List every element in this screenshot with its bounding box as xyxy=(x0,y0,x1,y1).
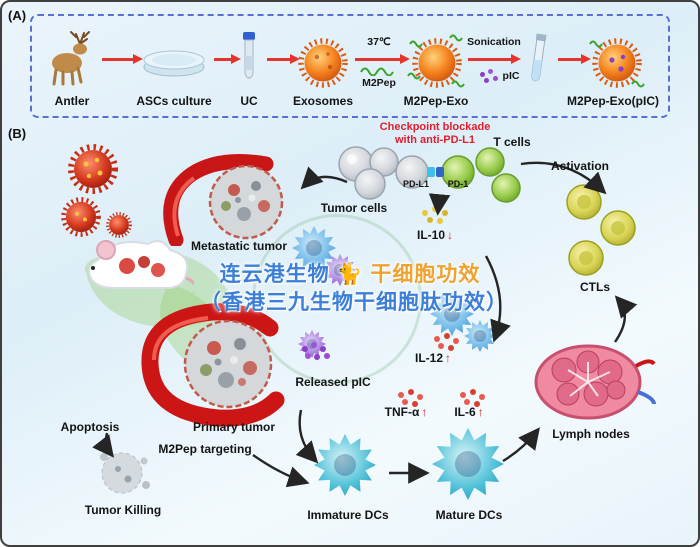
arrow-right-icon xyxy=(468,54,521,64)
checkpoint-blockade-label: Checkpoint blockade xyxy=(379,121,491,133)
up-arrow-icon: ↑ xyxy=(445,351,452,365)
step-label-m2pep-exo-pic: M2Pep-Exo(pIC) xyxy=(566,94,660,108)
mature-dcs-label: Mature DCs xyxy=(435,508,503,522)
arrow-right-icon xyxy=(558,54,591,64)
il12-label: IL-12↑ xyxy=(415,351,451,365)
cytokine-name: IL-6 xyxy=(454,405,476,419)
down-arrow-icon: ↓ xyxy=(447,228,454,242)
cytokine-name: TNF-α xyxy=(384,405,420,419)
t-cells-illustration xyxy=(475,147,521,203)
panel-a-label: (A) xyxy=(8,8,27,23)
tumor-killing-label: Tumor Killing xyxy=(84,503,162,517)
petri-dish-icon xyxy=(143,50,205,77)
pic-dots xyxy=(480,72,485,77)
watermark-ring xyxy=(252,214,422,384)
tumor-cells-label: Tumor cells xyxy=(320,201,388,215)
watermark-text: 连云港生物 xyxy=(219,263,337,286)
step-label-m2pep-exo: M2Pep-Exo xyxy=(403,94,469,108)
lymph-node-illustration xyxy=(534,344,656,420)
step-label-ascs-culture: ASCs culture xyxy=(136,94,212,108)
pd1-label: PD-1 xyxy=(447,179,469,189)
step-label-uc: UC xyxy=(240,94,258,108)
t-cells-label: T cells xyxy=(493,135,531,149)
pd1-pdl1-interaction-illustration xyxy=(395,155,475,189)
virus-particle-icon xyxy=(61,197,101,237)
arrow-right-icon xyxy=(102,54,143,64)
lymph-nodes-label: Lymph nodes xyxy=(552,427,630,441)
m2pep-exo-icon xyxy=(407,34,465,88)
ctl-cells-illustration xyxy=(566,184,636,276)
arrow-right-icon xyxy=(355,54,410,64)
released-pic-dots xyxy=(302,346,308,352)
up-arrow-icon: ↑ xyxy=(421,405,428,419)
temperature-label: 37℃ xyxy=(367,36,391,48)
primary-tumor-label: Primary tumor xyxy=(192,420,276,434)
il10-cytokine-dots xyxy=(422,210,428,216)
il6-cytokine-dots xyxy=(460,392,466,398)
pic-label: pIC xyxy=(502,70,520,82)
tnfa-cytokine-dots xyxy=(398,392,404,398)
m2pep-peptide-icon xyxy=(360,67,394,76)
step-label-antler: Antler xyxy=(54,94,90,108)
step-label-exosomes: Exosomes xyxy=(292,94,354,108)
il12-cytokine-dots xyxy=(434,336,440,342)
released-pic-label: Released pIC xyxy=(295,375,371,389)
ctls-label: CTLs xyxy=(580,280,610,294)
cytokine-name: IL-10 xyxy=(416,228,446,242)
m2pep-label: M2Pep xyxy=(362,77,396,89)
m2pep-targeting-label: M2Pep targeting xyxy=(158,442,252,456)
sonication-label: Sonication xyxy=(467,36,521,48)
sonication-tube-icon xyxy=(531,33,547,82)
virus-particle-icon xyxy=(106,212,132,238)
metastatic-tumor-illustration xyxy=(163,154,284,246)
m2pep-exo-pic-icon xyxy=(589,38,645,88)
il6-label: IL-6↑ xyxy=(454,405,483,419)
il10-label: IL-10↓ xyxy=(417,228,453,242)
up-arrow-icon: ↑ xyxy=(477,405,484,419)
tumor-cells-illustration xyxy=(338,146,399,200)
apoptosis-label: Apoptosis xyxy=(60,420,120,434)
activation-label: Activation xyxy=(550,159,610,173)
panel-a-box xyxy=(30,14,670,118)
arrow-right-icon xyxy=(214,54,241,64)
tnfa-label: TNF-α↑ xyxy=(385,405,428,419)
arrow-right-icon xyxy=(267,54,300,64)
mouse-icon xyxy=(88,240,194,294)
primary-tumor-illustration xyxy=(141,303,285,427)
watermark-text: 干细胞功效 xyxy=(363,263,481,286)
deer-icon xyxy=(52,31,90,86)
dying-tumor-illustration xyxy=(100,452,150,494)
watermark-line2: （香港三九生物干细胞肽功效） xyxy=(200,291,508,314)
cytokine-name: IL-12 xyxy=(414,351,444,365)
watermark-line1: 连云港生物 🐈 干细胞功效 xyxy=(220,258,481,288)
metastatic-tumor-label: Metastatic tumor xyxy=(190,239,288,253)
virus-particle-icon xyxy=(68,144,118,194)
cat-icon: 🐈 xyxy=(336,263,364,286)
immature-dcs-label: Immature DCs xyxy=(307,508,389,522)
centrifuge-tube-icon xyxy=(243,32,255,79)
panel-b-label: (B) xyxy=(8,126,27,141)
exosome-icon xyxy=(298,38,348,88)
anti-pdl1-label: with anti-PD-L1 xyxy=(394,134,476,146)
pdl1-label: PD-L1 xyxy=(402,179,430,189)
